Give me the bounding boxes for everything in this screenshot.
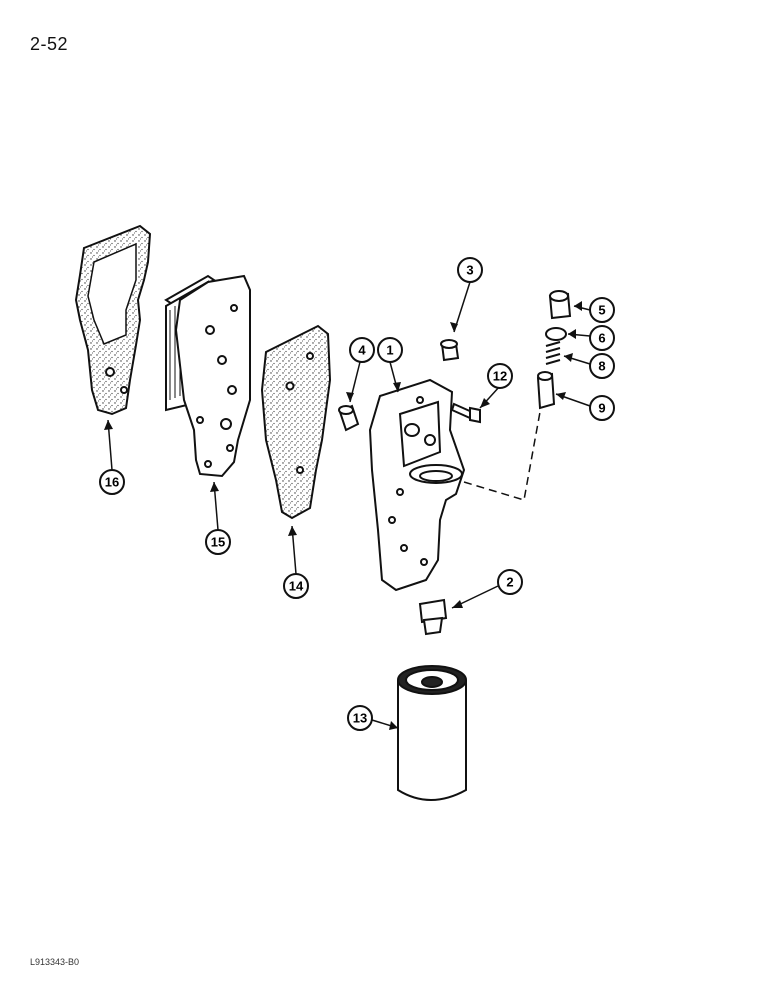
spring-part-8 [545,341,561,365]
callout-5-label: 5 [598,303,605,318]
callout-1: 1 [377,337,403,363]
cap-part-5 [548,290,572,320]
page-number: 2-52 [30,34,69,54]
callout-3: 3 [457,257,483,283]
callout-6: 6 [589,325,615,351]
callout-4-label: 4 [358,343,366,358]
plunger-part-9 [536,371,556,410]
gasket-part-14 [260,324,332,520]
leader-arrowheads [104,301,582,730]
callout-9-label: 9 [598,401,605,416]
callout-15-label: 15 [211,535,225,550]
plug-part-3 [440,339,460,362]
callout-16: 16 [99,469,125,495]
oil-cooler-part-15 [164,274,251,478]
callout-13: 13 [347,705,373,731]
filter-head-housing-part-1 [368,378,466,592]
callout-3-label: 3 [466,263,473,278]
callout-8-label: 8 [598,359,605,374]
callout-12-label: 12 [493,369,507,384]
flow-dashed-line [463,411,541,501]
adapter-part-2 [418,598,448,636]
callout-14-label: 14 [289,579,304,594]
callout-1-label: 1 [386,343,393,358]
callout-14: 14 [283,573,309,599]
callout-4: 4 [349,337,375,363]
seal-ring-part-6 [545,327,567,341]
callout-8: 8 [589,353,615,379]
bolt-part-12 [450,402,481,424]
fitting-part-4 [338,404,360,432]
callout-13-label: 13 [353,711,367,726]
callout-12: 12 [487,363,513,389]
gasket-part-16 [74,224,152,416]
callout-5: 5 [589,297,615,323]
callout-9: 9 [589,395,615,421]
oil-filter-part-13 [397,665,467,801]
callout-2-label: 2 [506,575,513,590]
callout-16-label: 16 [105,475,119,490]
figure-code: L913343-B0 [30,957,80,967]
callout-6-label: 6 [598,331,605,346]
callout-2: 2 [497,569,523,595]
callout-15: 15 [205,529,231,555]
